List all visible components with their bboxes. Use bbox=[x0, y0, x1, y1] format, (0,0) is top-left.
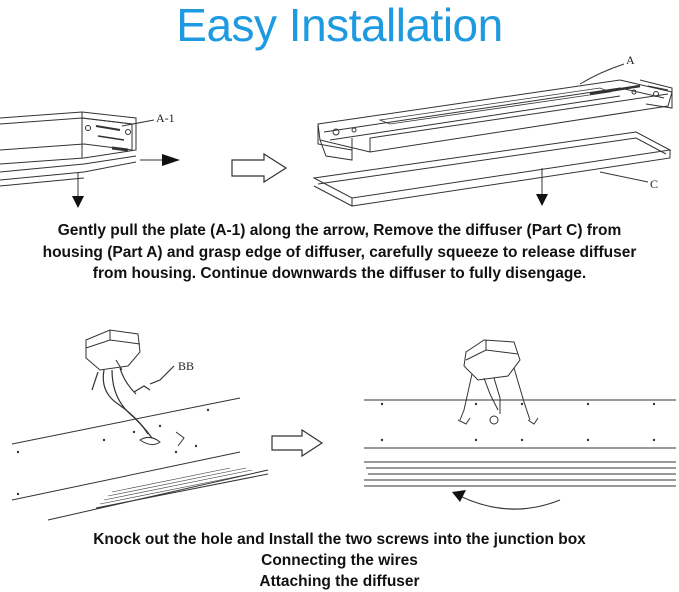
down-arrowhead-icon bbox=[536, 194, 548, 206]
caption-line: Gently pull the plate (A-1) along the ar… bbox=[57, 222, 622, 239]
right-arrowhead-icon bbox=[162, 154, 180, 166]
curved-arrowhead-icon bbox=[452, 490, 466, 502]
diffuser-part-c bbox=[312, 131, 672, 207]
mounting-holes bbox=[16, 402, 656, 496]
curved-left-arrow-icon bbox=[459, 495, 561, 510]
down-arrowhead-icon bbox=[72, 196, 84, 208]
fixture-end-with-plate bbox=[0, 111, 155, 187]
step2-caption: Knock out the hole and Install the two s… bbox=[0, 529, 679, 592]
caption-line: Connecting the wires bbox=[261, 552, 418, 569]
junction-box-left bbox=[85, 329, 141, 371]
label-diffuser-c: C bbox=[650, 177, 658, 191]
caption-line: housing (Part A) and grasp edge of diffu… bbox=[42, 243, 637, 261]
label-wire-connector-bb: BB bbox=[178, 359, 194, 373]
page-title: Easy Installation bbox=[176, 0, 503, 51]
label-housing-a: A bbox=[626, 53, 635, 67]
wires-left bbox=[91, 365, 175, 439]
caption-line: Knock out the hole and Install the two s… bbox=[93, 531, 586, 548]
step1-caption: Gently pull the plate (A-1) along the ar… bbox=[0, 220, 679, 285]
ceiling-housing-left bbox=[11, 397, 269, 521]
ceiling-housing-right bbox=[364, 399, 676, 487]
hollow-right-arrow-icon bbox=[271, 428, 324, 458]
caption-line: Attaching the diffuser bbox=[259, 573, 420, 590]
housing-part-a bbox=[317, 63, 673, 161]
junction-box-right bbox=[457, 339, 539, 425]
hollow-right-arrow-icon bbox=[231, 152, 288, 184]
caption-line: from housing. Continue downwards the dif… bbox=[92, 265, 587, 282]
label-plate-a1: A-1 bbox=[156, 111, 175, 125]
